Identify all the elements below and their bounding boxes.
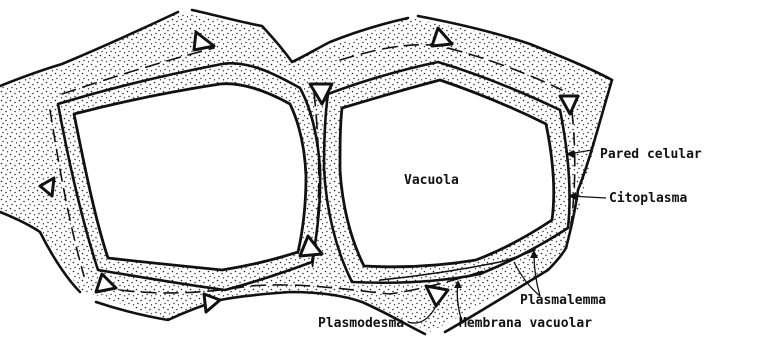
label-vacuolar-membrane: Membrana vacuolar — [459, 316, 592, 331]
label-cytoplasm: Citoplasma — [609, 191, 687, 206]
label-plasmodesma: Plasmodesma — [318, 316, 404, 331]
label-cell-wall: Pared celular — [600, 147, 702, 162]
label-vacuole: Vacuola — [404, 173, 459, 188]
label-plasmalemma: Plasmalemma — [520, 293, 606, 308]
left-vacuole — [74, 84, 306, 270]
